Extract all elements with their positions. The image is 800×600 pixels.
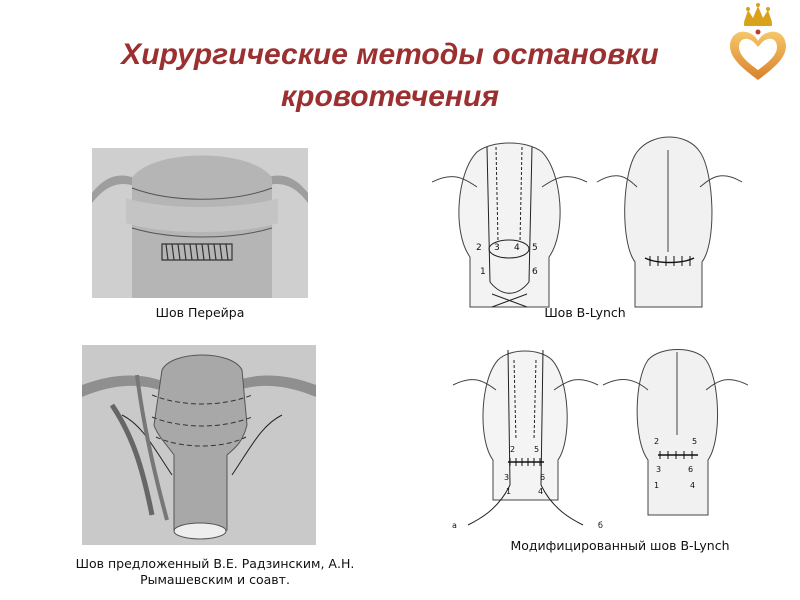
panel-b-label: б: [598, 521, 603, 530]
modified-blynch-caption: Модифицированный шов B-Lynch: [510, 538, 730, 553]
modified-blynch-figure: 2 5 3 6 1 4 a б 2 5 3 6 1 4: [448, 340, 748, 530]
blynch-label: 2: [476, 243, 482, 253]
blynch-label: 3: [494, 243, 500, 253]
slide-title: Хирургические методы остановки кровотече…: [121, 38, 659, 113]
modified-label: 4: [690, 481, 695, 490]
pereira-caption: Шов Перейра: [155, 305, 245, 320]
blynch-label: 6: [532, 267, 538, 277]
blynch-label: 5: [532, 243, 538, 253]
panel-a-label: a: [452, 521, 457, 530]
modified-label: 5: [692, 437, 697, 446]
modified-label: 3: [504, 473, 509, 482]
modified-label: 2: [654, 437, 659, 446]
pereira-suture-figure: [92, 148, 308, 298]
crown-heart-icon: [730, 3, 786, 80]
blynch-label: 1: [480, 267, 486, 277]
blynch-label: 4: [514, 243, 520, 253]
modified-label: 6: [540, 473, 545, 482]
modified-label: 1: [654, 481, 659, 490]
modified-label: 6: [688, 465, 693, 474]
blynch-suture-figure: 2 3 4 5 1 6: [432, 132, 742, 312]
modified-label: 3: [656, 465, 661, 474]
radzinsky-suture-figure: [82, 345, 316, 545]
modified-label: 1: [506, 487, 511, 496]
blynch-caption: Шов B-Lynch: [544, 305, 626, 320]
modified-label: 2: [510, 445, 515, 454]
radzinsky-caption: Шов предложенный В.Е. Радзинским, А.Н. Р…: [75, 556, 355, 587]
modified-label: 4: [538, 487, 543, 496]
modified-label: 5: [534, 445, 539, 454]
